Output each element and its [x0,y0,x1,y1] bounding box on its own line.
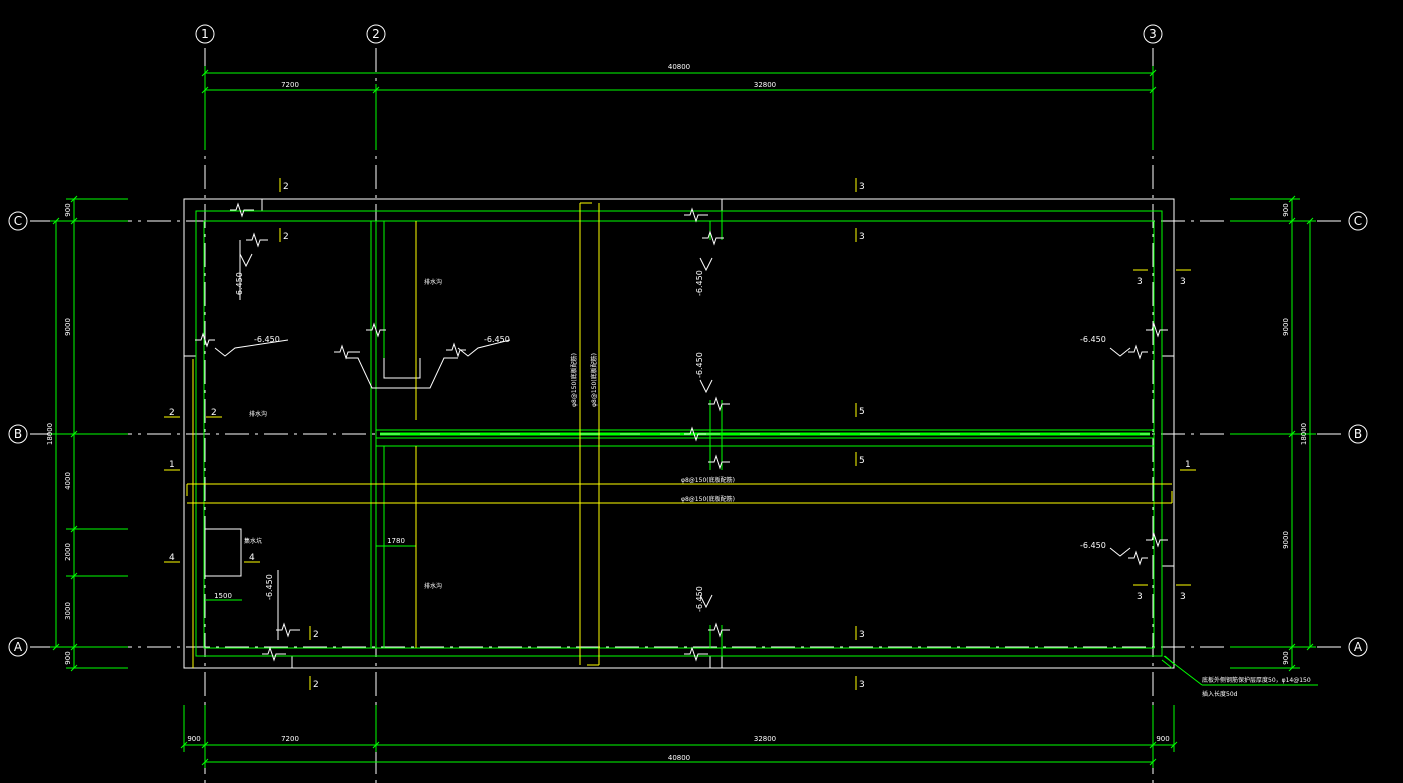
elevation-4: -6.450 [695,270,704,296]
dim-bottom-total: 40800 [668,754,690,762]
dim-right-span-2: 9000 [1282,531,1290,549]
section-mark-top-3b: 3 [859,232,865,242]
dimension-ticks [52,69,1314,766]
dim-opening-width: 1780 [387,537,405,545]
section-mark-right-3d: 3 [1180,592,1186,602]
dim-bottom-edge-right: 900 [1156,735,1169,743]
elevation-symbols [195,202,1168,662]
dim-left-span-3: 2000 [64,543,72,561]
axis-label-a-left: A [14,640,23,654]
dim-left-span-2: 4000 [64,472,72,490]
section-mark-left-1: 1 [169,460,175,470]
grid-lines [30,48,1346,783]
dim-bottom-bay-1: 7200 [281,735,299,743]
label-note-line-2: 插入长度50d [1202,690,1238,698]
dimension-lines [50,66,1316,768]
axis-label-b-right: B [1354,427,1362,441]
elevation-7: -6.450 [1080,335,1106,344]
section-mark-mid-5a: 5 [859,407,865,417]
section-mark-left-4b: 4 [249,553,255,563]
axis-label-c-right: C [1354,214,1362,228]
section-mark-bot-3a: 3 [859,630,865,640]
collect-well [204,528,242,577]
dim-left-edge-top: 900 [64,203,72,216]
dim-left-edge-bottom: 900 [64,651,72,664]
section-mark-right-1: 1 [1185,460,1191,470]
section-mark-mid-5b: 5 [859,456,865,466]
axis-label-c-left: C [14,214,22,228]
label-channel-1: 排水沟 [424,278,442,286]
section-mark-bot-3b: 3 [859,680,865,690]
section-mark-left-2b: 2 [211,408,217,418]
dim-top-bay-1: 7200 [281,81,299,89]
dim-right-span-1: 9000 [1282,318,1290,336]
axis-label-2: 2 [372,27,380,41]
dim-pit-width: 1500 [214,592,232,600]
section-mark-left-2a: 2 [169,408,175,418]
label-corridor: 排水沟 [249,410,267,418]
dim-right-edge-bottom: 900 [1282,651,1290,664]
axis-label-a-right: A [1354,640,1363,654]
section-mark-right-3a: 3 [1137,277,1143,287]
sump-pit [204,357,458,577]
dim-top-total: 40800 [668,63,690,71]
dim-top-bay-2: 32800 [754,81,776,89]
elevation-side-1: -6.450 [265,574,274,600]
label-collect-well: 集水坑 [244,537,262,545]
label-beam-h2: φ8@150(底板配筋) [681,495,735,503]
dim-bottom-bay-2: 32800 [754,735,776,743]
section-mark-left-4a: 4 [169,553,175,563]
section-mark-bot-2a: 2 [313,630,319,640]
note-leader [1161,655,1318,686]
elevation-6: -6.450 [695,586,704,612]
axis-label-1: 1 [201,27,209,41]
elevation-1: -6.450 [235,272,244,298]
dim-left-span-4: 3000 [64,602,72,620]
dim-right-total: 18000 [1300,423,1308,445]
section-mark-right-3c: 3 [1137,592,1143,602]
dim-bottom-edge-left: 900 [187,735,200,743]
label-beam-v2: φ8@150(底板配筋) [590,353,598,407]
section-cut-lines [164,178,1196,690]
section-mark-right-3b: 3 [1180,277,1186,287]
section-mark-top-2b: 2 [283,232,289,242]
label-note-line-1: 底板外侧钢筋保护层厚度50，φ14@150 [1202,676,1311,684]
section-mark-top-2a: 2 [283,182,289,192]
elevation-5: -6.450 [695,352,704,378]
dim-left-total: 18000 [46,423,54,445]
axis-bubbles [8,24,1368,657]
label-beam-h1: φ8@150(底板配筋) [681,476,735,484]
elevation-2: -6.450 [254,335,280,344]
rebar-lines [186,202,1173,668]
axis-label-b-left: B [14,427,22,441]
wall-lines [195,210,1163,657]
elevation-3: -6.450 [484,335,510,344]
elevation-8: -6.450 [1080,541,1106,550]
dim-left-span-1: 9000 [64,318,72,336]
section-mark-top-3a: 3 [859,182,865,192]
slab-outline [183,198,1175,669]
label-channel-2: 排水沟 [424,582,442,590]
axis-label-3: 3 [1149,27,1157,41]
section-mark-bot-2b: 2 [313,680,319,690]
dim-right-edge-top: 900 [1282,203,1290,216]
label-beam-v1: φ8@150(底板配筋) [570,353,578,407]
